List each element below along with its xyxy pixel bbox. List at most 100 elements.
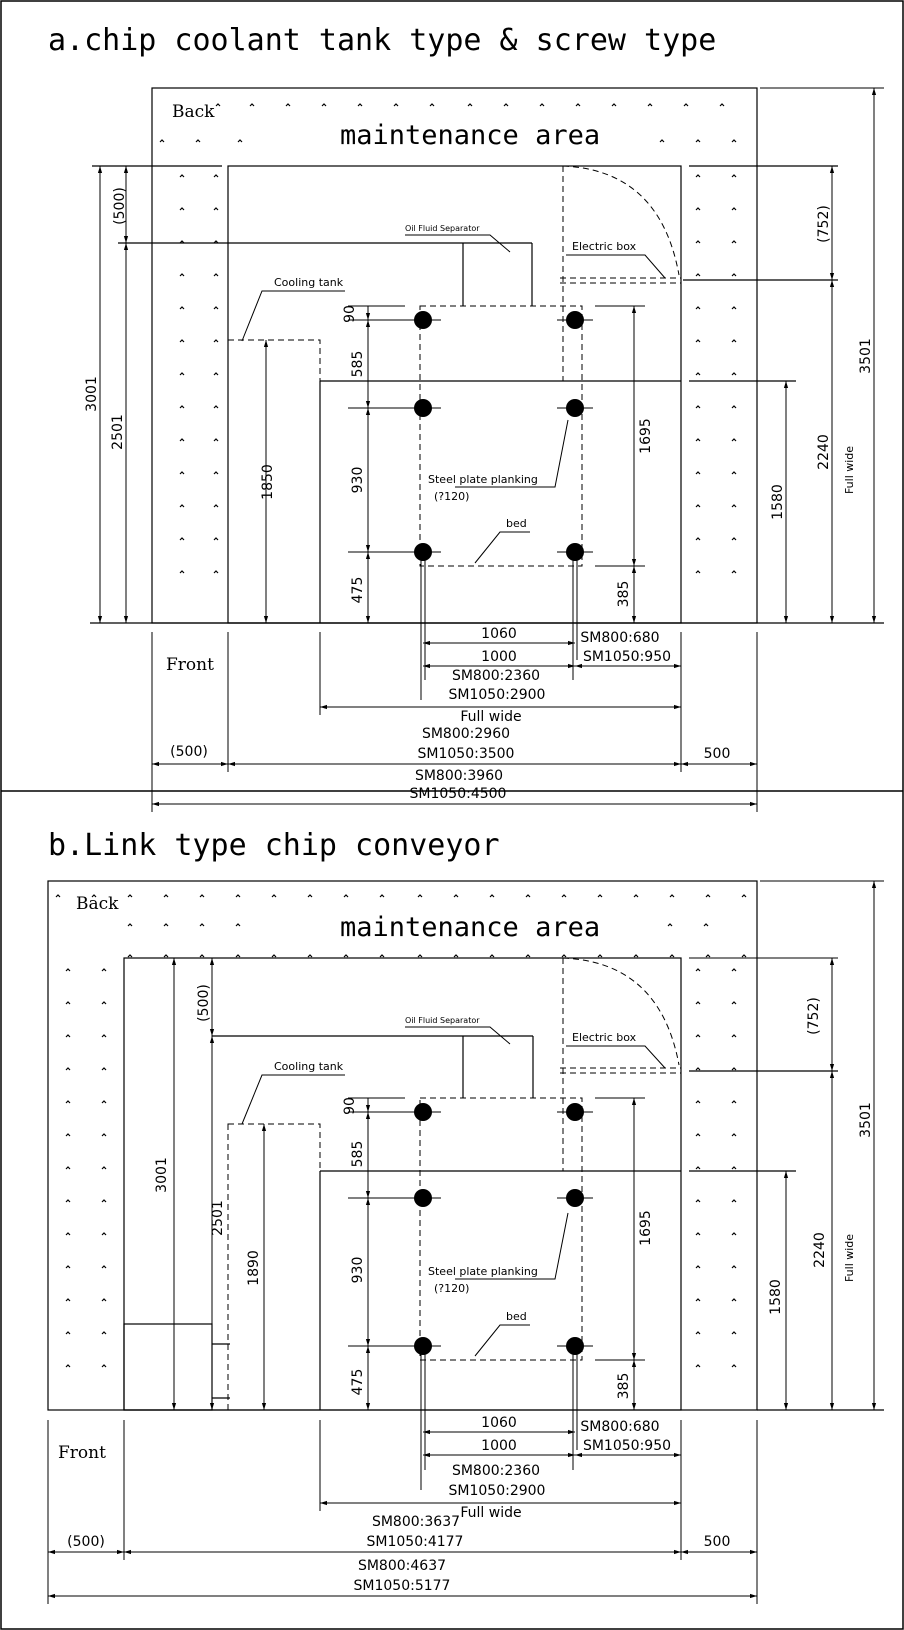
hatch-mark [101,968,107,972]
hatch-mark [101,1331,107,1335]
hatch-mark [503,103,509,107]
panel-a-title: a.chip coolant tank type & screw type [48,23,716,58]
dim-sm1050-2900: SM1050:2900 [449,687,546,703]
bolt-icon [405,1337,441,1355]
hatch-mark [213,273,219,277]
dim-585: 585 [350,1141,366,1168]
bolt-icon [405,1103,441,1121]
hatch-mark [695,372,701,376]
panel-a-dashed [227,165,681,624]
hatch-mark [179,504,185,508]
hatch-mark [343,954,349,958]
cooling-tank-label: Cooling tank [274,1060,344,1073]
hatch-mark [561,894,567,898]
hatch-mark [731,1364,737,1368]
back-label: Back [76,894,119,914]
hatch-mark [695,174,701,178]
hatch-mark [741,894,747,898]
hatch-mark [731,1100,737,1104]
hatch-mark [667,923,673,927]
dim-90: 90 [342,1097,358,1115]
hatch-mark [731,1199,737,1203]
hatch-mark [179,438,185,442]
hatch-mark [393,103,399,107]
dim-2501: 2501 [210,1200,226,1236]
hatch-mark [101,1298,107,1302]
dim-585: 585 [350,351,366,378]
hatch-mark [213,504,219,508]
hatch-mark [695,570,701,574]
hatch-mark [379,954,385,958]
dim-90: 90 [342,305,358,323]
hatch-mark [343,894,349,898]
dim-sm1050-2900: SM1050:2900 [449,1483,546,1499]
hatch-mark [101,1067,107,1071]
maintenance-area-label: maintenance area [340,120,600,151]
dim-752: (752) [816,205,832,243]
dim-475: 475 [350,1369,366,1396]
hatch-mark [179,471,185,475]
hatch-mark [213,570,219,574]
dim-1695: 1695 [638,418,654,454]
hatch-mark [101,1364,107,1368]
dim-sm1050-950: SM1050:950 [583,649,671,665]
hatch-mark [101,1199,107,1203]
dim-sm800-3960: SM800:3960 [415,768,503,784]
hatch-mark [647,103,653,107]
bed-label: bed [506,1310,527,1323]
bolt-icon [557,1189,593,1207]
dim-1000: 1000 [481,1438,517,1454]
panel-a: a.chip coolant tank type & screw type [48,23,884,812]
hatch-mark [271,954,277,958]
dim-2501: 2501 [110,414,126,450]
cooling-tank-label: Cooling tank [274,276,344,289]
hatch-mark [703,923,709,927]
hatch-mark [695,1364,701,1368]
hatch-mark [731,1034,737,1038]
hatch-mark [695,405,701,409]
hatch-mark [163,954,169,958]
hatch-mark [525,954,531,958]
hatch-mark [237,139,243,143]
panel-b-bolts [405,1103,593,1490]
dim-500-bottom-right: 500 [704,1534,731,1550]
oil-separator-label: Oil Fluid Separator [405,224,480,233]
panel-b: b.Link type chip conveyor [47,828,884,1604]
electric-box-label: Electric box [572,1031,637,1044]
hatch-mark [213,471,219,475]
hatch-mark [695,1298,701,1302]
hatch-mark [731,306,737,310]
bolt-icon [557,1103,593,1121]
dim-930: 930 [350,1257,366,1284]
hatch-mark [597,954,603,958]
hatch-mark [55,894,61,898]
hatch-mark [633,954,639,958]
hatch-mark [731,1001,737,1005]
bolt-icon [557,311,593,329]
bolt-icon [405,311,441,329]
hatch-mark [695,1067,701,1071]
hatch-mark [731,174,737,178]
panel-a-bolts [405,311,593,700]
full-wide-vertical: Full wide [843,1234,856,1282]
dim-3501: 3501 [858,1102,874,1138]
hatch-mark [199,923,205,927]
hatch-mark [695,1100,701,1104]
hatch-mark [179,405,185,409]
full-wide-horizontal: Full wide [460,709,521,725]
hatch-mark [163,894,169,898]
dim-sm1050-4500: SM1050:4500 [410,786,507,802]
dim-sm800-680: SM800:680 [580,1419,659,1435]
steel-plate-label: Steel plate planking [428,1265,538,1278]
hatch-mark [65,1034,71,1038]
back-label: Back [172,102,215,122]
hatch-mark [65,1001,71,1005]
hatch-mark [91,894,97,898]
hatch-mark [633,894,639,898]
hatch-mark [179,306,185,310]
hatch-mark [65,1265,71,1269]
dim-sm800-680: SM800:680 [580,630,659,646]
hatch-mark [429,103,435,107]
hatch-mark [695,537,701,541]
